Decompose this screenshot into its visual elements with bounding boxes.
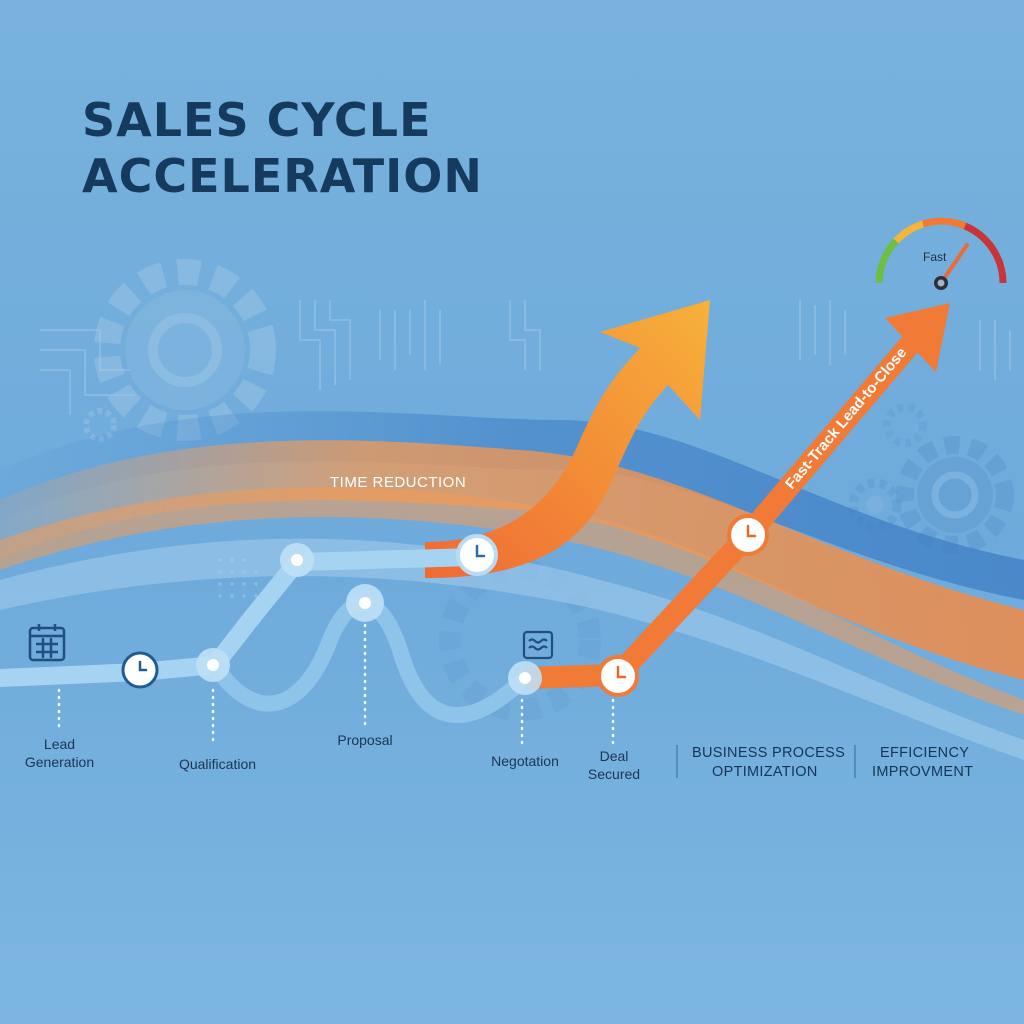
dot-pattern — [218, 558, 258, 598]
benefit-business-process-optimization: BUSINESS PROCESS OPTIMIZATION — [692, 745, 846, 780]
title-line-2: ACCELERATION — [82, 149, 483, 203]
title-line-1: SALES CYCLE — [82, 93, 432, 147]
fast-track-arrowhead — [885, 303, 950, 372]
gauge-label: Fast — [923, 250, 947, 264]
speedometer-icon — [875, 217, 1007, 290]
wave-decoration — [0, 411, 1024, 760]
page-title: SALES CYCLE ACCELERATION — [82, 92, 483, 204]
stage-label-deal-secured: Deal Secured — [587, 748, 641, 782]
stage-label-negotiation: Negotation — [491, 753, 559, 769]
circuit-decoration — [40, 300, 1011, 415]
gear-icon — [848, 478, 902, 532]
clock-icon — [727, 514, 769, 556]
time-reduction-arrow — [425, 300, 710, 578]
gear-icon — [883, 403, 927, 447]
process-node — [508, 661, 542, 695]
time-reduction-label: TIME REDUCTION — [330, 474, 467, 491]
clock-icon — [456, 534, 498, 576]
process-path — [0, 548, 484, 687]
document-icon — [522, 630, 554, 660]
process-node — [346, 584, 384, 622]
clock-icon — [121, 651, 159, 689]
gear-icon — [439, 559, 601, 721]
stage-label-lead-generation: Lead Generation — [24, 736, 95, 770]
stage-label-qualification: Qualification — [178, 756, 257, 772]
clock-icon — [597, 655, 639, 697]
calendar-icon — [28, 624, 66, 662]
stage-label-proposal: Proposal — [337, 732, 393, 748]
fast-track-arrow — [524, 327, 927, 689]
stage-connectors — [57, 623, 615, 747]
benefit-efficiency-improvement: EFFICIENCY IMPROVMENT — [872, 745, 974, 780]
process-node — [280, 543, 314, 577]
process-node — [196, 648, 230, 682]
